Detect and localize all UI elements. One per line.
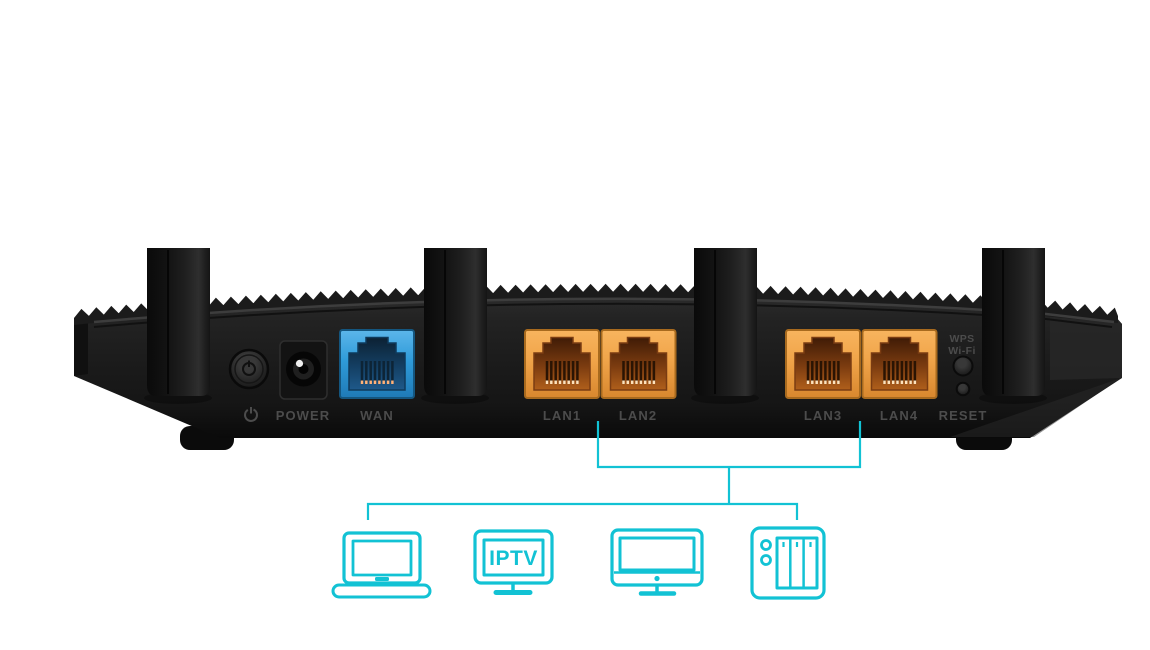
antennas (144, 248, 1047, 404)
dc-power-jack (279, 340, 328, 400)
router-bottom-bevel (950, 378, 1121, 437)
power-label: POWER (276, 408, 331, 423)
antenna-3 (694, 248, 757, 396)
reset-button (955, 381, 971, 397)
power-symbol-icon (244, 407, 258, 422)
lan4-label: LAN4 (880, 408, 918, 423)
antenna-1 (147, 248, 210, 396)
laptop-icon (331, 531, 432, 599)
monitor-icon (610, 528, 704, 596)
top-ridge-highlight (93, 297, 1115, 324)
nas-icon (750, 526, 826, 600)
wan-label: WAN (360, 408, 394, 423)
lan1-port (524, 329, 600, 399)
wifi-label: Wi-Fi (948, 345, 976, 357)
iptv-icon: IPTV (473, 529, 554, 595)
antenna-4 (982, 248, 1045, 396)
iptv-label: IPTV (489, 547, 538, 570)
lan3-label: LAN3 (804, 408, 842, 423)
lan2-label: LAN2 (619, 408, 657, 423)
lan3-port (785, 329, 861, 399)
lan1-label: LAN1 (543, 408, 581, 423)
lan2-port (600, 329, 677, 399)
antenna-2 (424, 248, 487, 396)
jack-glint (295, 359, 304, 368)
reset-label: RESET (939, 408, 988, 423)
router-photo: POWER WAN LAN1 LAN2 LAN3 LAN4 WPS Wi-Fi … (74, 248, 1122, 450)
router-left-wedge (74, 316, 88, 376)
wps-wifi-button (952, 355, 974, 377)
vent-serration (74, 283, 1118, 325)
wps-label: WPS (949, 333, 974, 345)
lan-bracket-upper (596, 421, 862, 504)
power-button (228, 348, 270, 390)
device-bracket-lower (366, 502, 799, 520)
panel-labels: POWER WAN LAN1 LAN2 LAN3 LAN4 WPS Wi-Fi … (244, 333, 988, 423)
lan4-port (861, 329, 938, 399)
wan-port (339, 329, 415, 399)
top-ridge-groove (93, 302, 1113, 328)
